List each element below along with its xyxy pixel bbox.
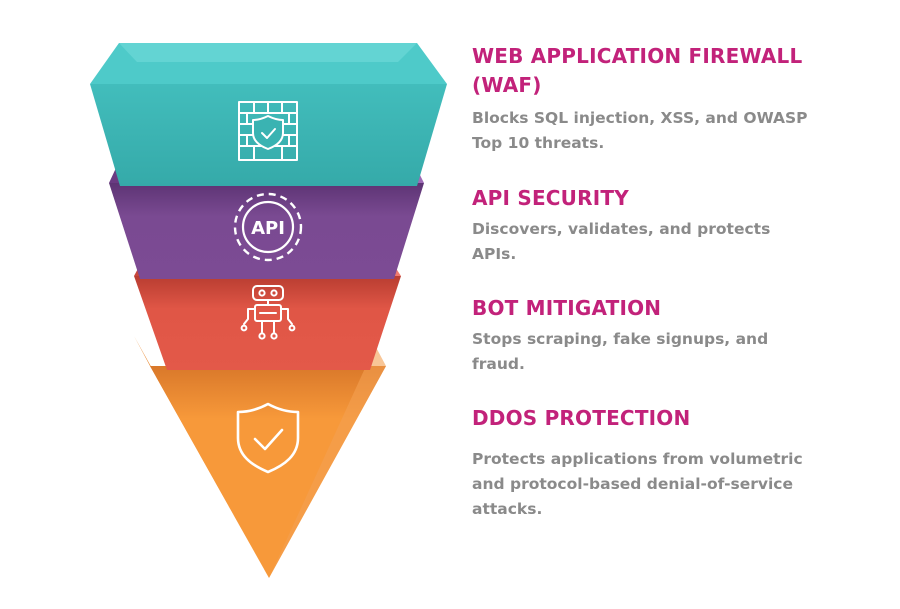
- layer-ddos: [134, 336, 386, 578]
- layer-ddos-text: DDOS PROTECTION Protects applications fr…: [472, 404, 892, 522]
- layer-api-shape: [109, 183, 424, 279]
- layer-bot-shape: [134, 276, 401, 370]
- api-gear-icon: API: [233, 192, 303, 262]
- layer-bot-title: BOT MITIGATION: [472, 296, 662, 320]
- layer-api-description: Discovers, validates, and protects APIs.: [472, 217, 892, 267]
- layer-waf-desc-line2: Top 10 threats.: [472, 134, 605, 152]
- layer-api-desc-line2: APIs.: [472, 245, 517, 263]
- layer-waf-top-highlight: [119, 43, 417, 62]
- layer-ddos-desc-line2: and protocol-based denial-of-service: [472, 475, 794, 493]
- layer-ddos-side: [269, 336, 386, 578]
- api-icon-label: API: [251, 218, 285, 239]
- layer-bot-text: BOT MITIGATION Stops scraping, fake sign…: [472, 294, 892, 377]
- layer-bot-desc-line2: fraud.: [472, 355, 525, 373]
- shield-check-icon: [236, 402, 300, 474]
- layer-ddos-description: Protects applications from volumetric an…: [472, 447, 892, 522]
- layer-api-desc-line1: Discovers, validates, and protects: [472, 220, 771, 238]
- layer-waf: [90, 43, 447, 186]
- brick-wall-shield-icon: [238, 101, 298, 161]
- layer-waf-desc-line1: Blocks SQL injection, XSS, and OWASP: [472, 109, 808, 127]
- layer-waf-title-line1: WEB APPLICATION FIREWALL: [472, 44, 803, 68]
- layer-ddos-desc-line3: attacks.: [472, 500, 543, 518]
- layer-bot-description: Stops scraping, fake signups, and fraud.: [472, 327, 892, 377]
- robot-icon: [240, 285, 296, 340]
- layer-waf-text: WEB APPLICATION FIREWALL (WAF) Blocks SQ…: [472, 42, 892, 156]
- layer-api-title: API SECURITY: [472, 186, 629, 210]
- layer-ddos-desc-line1: Protects applications from volumetric: [472, 450, 803, 468]
- layer-api-text: API SECURITY Discovers, validates, and p…: [472, 184, 892, 267]
- layer-waf-title: WEB APPLICATION FIREWALL (WAF): [472, 42, 892, 100]
- layer-ddos-title: DDOS PROTECTION: [472, 406, 691, 430]
- layer-waf-description: Blocks SQL injection, XSS, and OWASP Top…: [472, 106, 892, 156]
- layer-bot-desc-line1: Stops scraping, fake signups, and: [472, 330, 769, 348]
- layer-waf-title-line2: (WAF): [472, 73, 542, 97]
